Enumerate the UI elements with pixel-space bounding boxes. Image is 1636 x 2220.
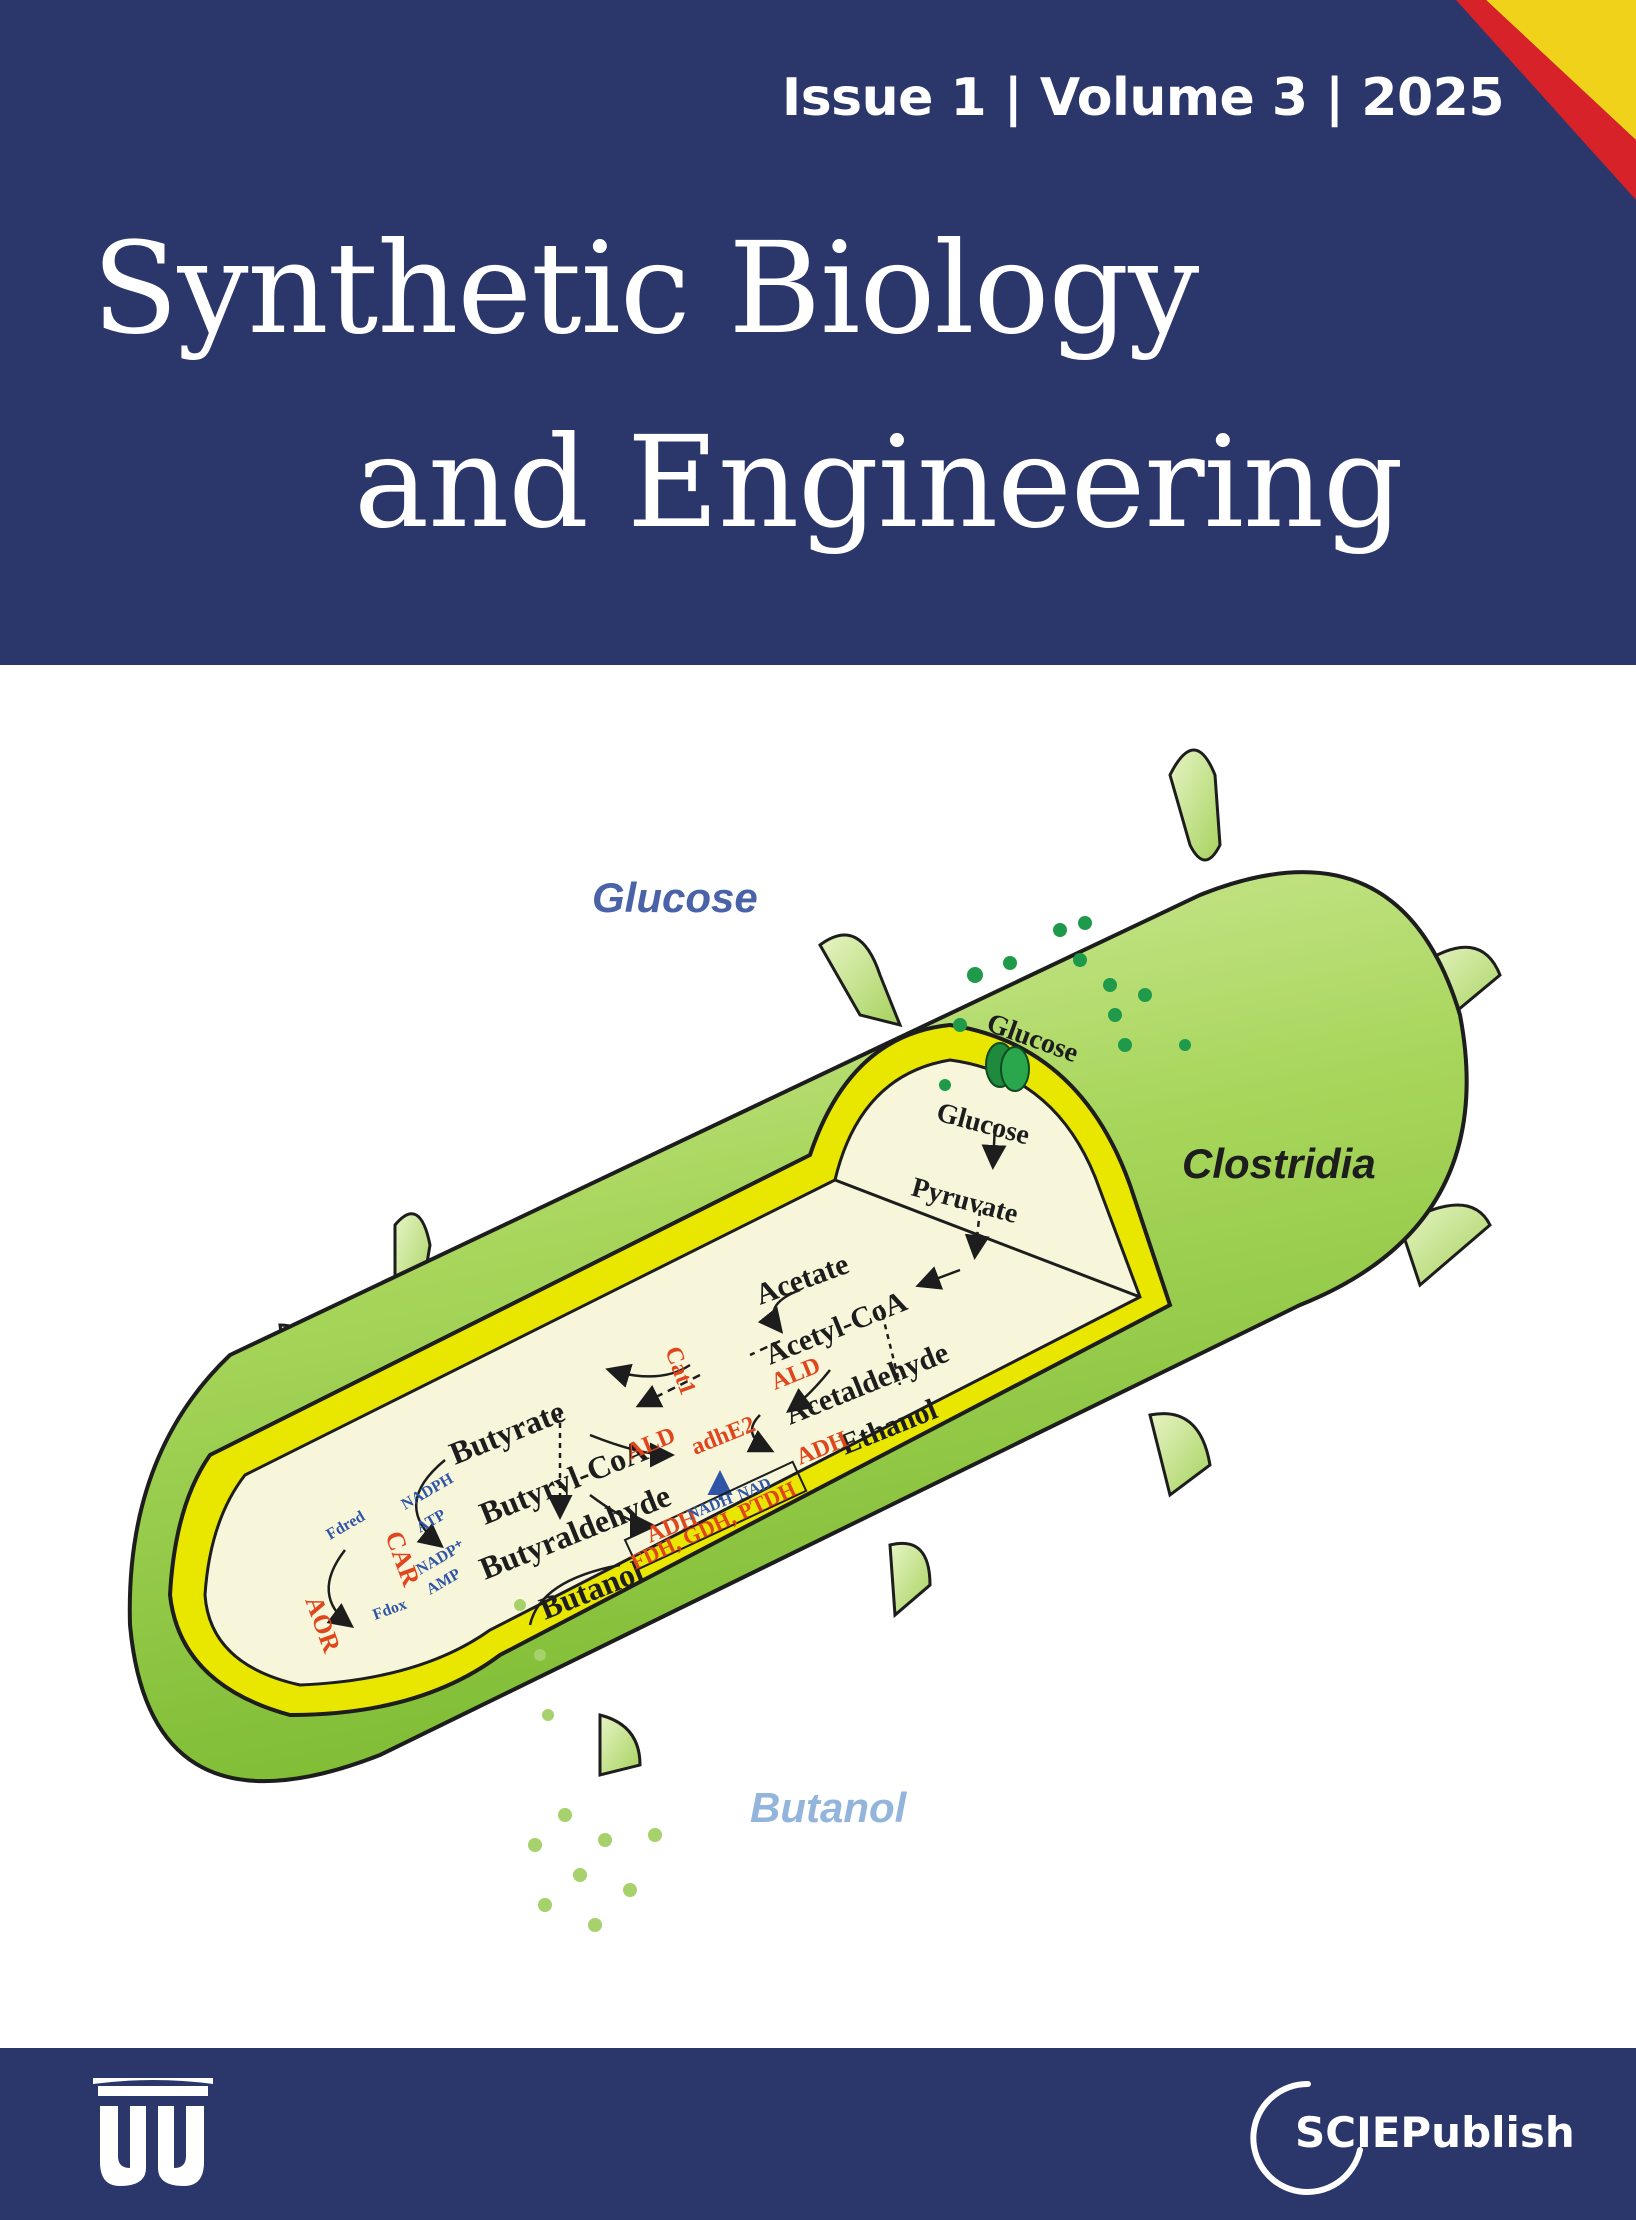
regen-box <box>623 1460 808 1571</box>
sciepublish-ring-icon <box>1250 2080 1363 2195</box>
issue-volume-year: Issue 1 | Volume 3 | 2025 <box>781 68 1505 128</box>
cover-header: Issue 1 | Volume 3 | 2025 Synthetic Biol… <box>0 0 1636 665</box>
journal-title-line1: Synthetic Biology <box>92 215 1199 362</box>
cover-footer: SCIEPublish <box>0 2048 1636 2220</box>
label-butanol-outside: Butanol <box>750 1784 908 1831</box>
butanol-droplets <box>514 1599 662 1932</box>
corner-ribbon <box>1456 0 1636 200</box>
glucose-molecules <box>939 916 1191 1091</box>
glucose-transporter <box>985 1042 1030 1092</box>
pathway-arrows <box>528 1124 1007 1626</box>
label-clostridia: Clostridia <box>1182 1140 1376 1187</box>
publisher-name: SCIEPublish <box>1295 2108 1575 2157</box>
university-logo-icon <box>93 2078 213 2186</box>
journal-title-line2: and Engineering <box>354 409 1404 556</box>
cover-illustration: Glucose Clostridia Butanol Glucose Gluco… <box>127 748 1502 1932</box>
label-glucose-outside: Glucose <box>592 874 758 921</box>
